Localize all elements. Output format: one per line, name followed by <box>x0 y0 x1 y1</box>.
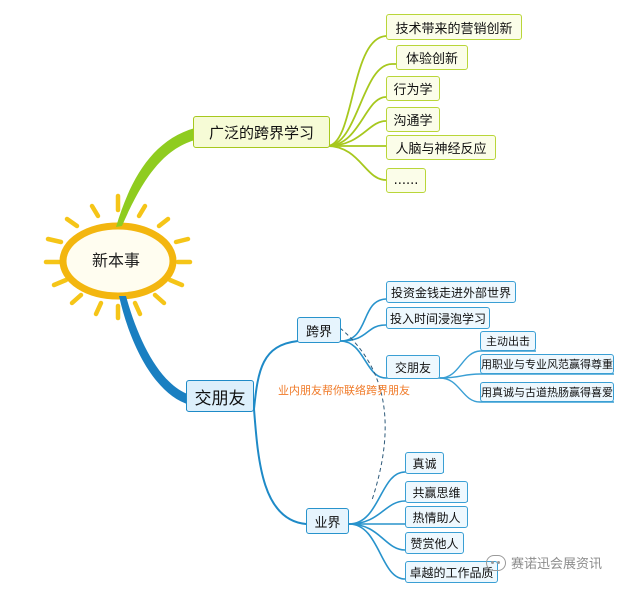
blue-main-branch <box>119 296 190 405</box>
sun-rays <box>43 193 193 321</box>
blue-yejie-links <box>348 471 498 580</box>
subtopic-behavior: 行为学 <box>386 76 440 101</box>
wechat-icon <box>486 554 506 571</box>
subtopic-neuroscience: 人脑与神经反应 <box>386 135 496 160</box>
topic-cross-learning: 广泛的跨界学习 <box>193 116 330 148</box>
green-main-branch <box>116 128 195 227</box>
subtopic-communication: 沟通学 <box>386 107 440 132</box>
center-topic: 新本事 <box>91 251 140 270</box>
dashed-relation-link <box>339 327 386 501</box>
blue-kuajie-links <box>339 298 516 379</box>
item-proactive: 主动出击 <box>480 331 536 351</box>
topic-make-friends: 交朋友 <box>186 380 254 412</box>
item-sincere: 真诚 <box>405 452 444 474</box>
item-make-friends: 交朋友 <box>386 355 440 379</box>
item-helpful: 热情助人 <box>405 506 468 528</box>
subtopic-ellipsis: ...... <box>386 168 426 193</box>
item-invest-time: 投入时间浸泡学习 <box>386 307 490 329</box>
blue-sub-links <box>253 340 349 525</box>
item-professionalism: 用职业与专业风范赢得尊重 <box>480 354 614 374</box>
item-excellent-work: 卓越的工作品质 <box>405 561 498 583</box>
blue-jiaopengyou-links <box>439 350 614 403</box>
item-invest-money: 投资金钱走进外部世界 <box>386 281 516 303</box>
item-sincerity-warmth: 用真诚与古道热肠赢得喜爱 <box>480 382 614 402</box>
watermark: 赛诺迅会展资讯 <box>486 553 602 572</box>
item-win-win: 共赢思维 <box>405 481 468 503</box>
subtopic-experience-innovation: 体验创新 <box>396 45 468 70</box>
watermark-text: 赛诺迅会展资讯 <box>511 557 603 572</box>
subtopic-cross-industry: 跨界 <box>297 317 341 343</box>
subtopic-tech-marketing: 技术带来的营销创新 <box>386 14 522 40</box>
item-appreciate: 赞赏他人 <box>405 532 464 554</box>
subtopic-in-industry: 业界 <box>306 508 349 534</box>
relation-annotation: 业内朋友帮你联络跨界朋友 <box>278 384 410 397</box>
